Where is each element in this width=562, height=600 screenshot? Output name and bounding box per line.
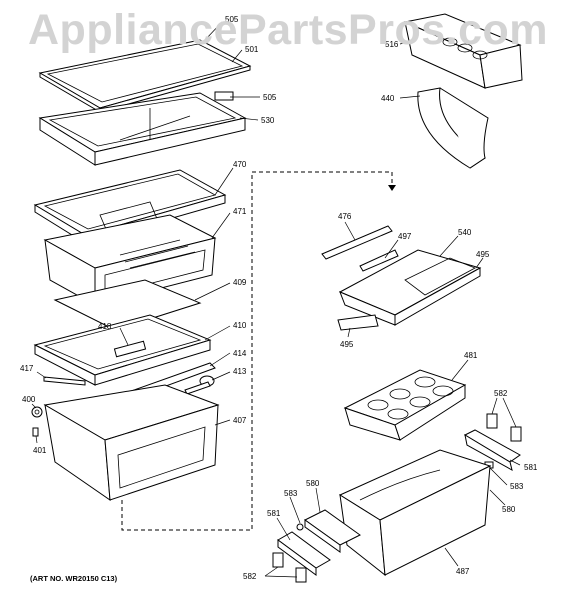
part-497-rail [359,249,399,272]
part-516-bin [403,13,523,89]
callout-505-top: 505 [225,15,239,24]
callout-410: 410 [233,321,247,330]
callout-530: 530 [261,116,275,125]
part-540-shelf [338,249,482,326]
part-481-tray [343,369,467,441]
callout-487: 487 [456,567,470,576]
watermark-text: AppliancePartsPros.com [28,6,549,54]
callout-580-left: 580 [306,479,320,488]
callout-581-left: 581 [267,509,281,518]
callout-583-left: 583 [284,489,298,498]
part-505-glass-shelf [38,39,252,113]
callout-481: 481 [464,351,478,360]
part-right-brackets [463,413,522,471]
part-476-rail [321,225,393,260]
callout-516: 516 [385,40,399,49]
part-440-cover [417,87,489,169]
callout-409: 409 [233,278,247,287]
callout-400: 400 [22,395,36,404]
part-410-frame [33,314,212,386]
part-400-401-small [31,406,43,437]
part-left-brackets [272,509,361,583]
part-495-clip [337,314,379,331]
callout-labels: 505 501 505 530 470 471 409 410 418 414 … [20,15,538,581]
dashed-guide-line [121,171,396,531]
callout-501: 501 [245,45,259,54]
callout-583-right: 583 [510,482,524,491]
callout-413: 413 [233,367,247,376]
callout-497: 497 [398,232,412,241]
callout-417: 417 [20,364,34,373]
callout-582-left: 582 [243,572,257,581]
callout-407: 407 [233,416,247,425]
callout-440: 440 [381,94,395,103]
part-530-shelf-frame [38,91,247,166]
part-409-glass-panel [53,279,202,331]
callout-476: 476 [338,212,352,221]
part-407-lower-drawer [43,384,220,502]
callout-495-right: 495 [476,250,490,259]
part-487-lower-bin [338,449,492,577]
callout-471: 471 [233,207,247,216]
art-number: (ART NO. WR20150 C13) [30,574,118,583]
callout-418: 418 [98,322,112,331]
leader-lines [31,21,521,578]
callout-401: 401 [33,446,47,455]
callout-414: 414 [233,349,247,358]
callout-580-right: 580 [502,505,516,514]
callout-540: 540 [458,228,472,237]
callout-470: 470 [233,160,247,169]
callout-505-clip: 505 [263,93,277,102]
part-417-rod [43,376,86,386]
callout-581-right: 581 [524,463,538,472]
callout-495-left: 495 [340,340,354,349]
callout-582-right: 582 [494,389,508,398]
